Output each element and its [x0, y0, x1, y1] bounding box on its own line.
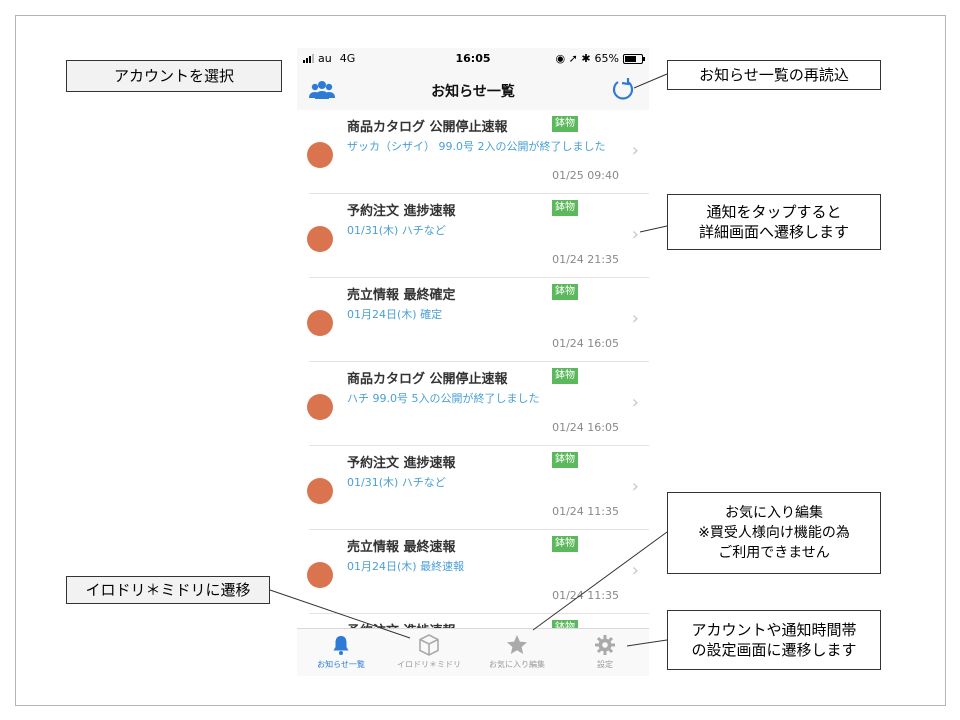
- item-date: 01/24 16:05: [552, 421, 619, 434]
- item-subtitle: 01/31(木) ハチなど: [347, 476, 446, 489]
- list-item[interactable]: 予約注文 進捗速報 鉢物 01/31(木) ハチなど 01/24 11:35 ›: [307, 446, 649, 530]
- item-title: 商品カタログ 公開停止速報: [347, 372, 508, 387]
- category-badge: 鉢物: [552, 452, 578, 468]
- category-badge: 鉢物: [552, 368, 578, 384]
- page-title: お知らせ一覧: [431, 84, 515, 100]
- users-icon: [309, 81, 335, 99]
- callout-favorites: お気に入り編集 ※買受人様向け機能の為 ご利用できません: [667, 492, 881, 574]
- signal-icon: [303, 54, 314, 63]
- tab-settings[interactable]: 設定: [561, 629, 649, 676]
- item-title: 売立情報 最終速報: [347, 540, 456, 555]
- item-date: 01/24 11:35: [552, 589, 619, 602]
- battery-percent: 65%: [594, 52, 619, 65]
- tab-favorites[interactable]: お気に入り編集: [473, 629, 561, 676]
- category-badge: 鉢物: [552, 284, 578, 300]
- tab-label: お知らせ一覧: [317, 660, 365, 669]
- account-select-button[interactable]: [307, 78, 337, 102]
- tab-bar: お知らせ一覧 イロドリ＊ミドリ お気に入り編集 設: [297, 628, 649, 676]
- callout-text: お知らせ一覧の再読込: [699, 66, 849, 84]
- callout-irodori: イロドリ＊ミドリに遷移: [66, 576, 270, 604]
- item-subtitle: 01/31(木) ハチなど: [347, 224, 446, 237]
- network-label: 4G: [339, 52, 356, 65]
- tab-notifications[interactable]: お知らせ一覧: [297, 629, 385, 676]
- unread-dot: [307, 310, 333, 336]
- clock: 16:05: [455, 52, 491, 65]
- tab-label: イロドリ＊ミドリ: [397, 660, 461, 669]
- list-item[interactable]: 商品カタログ 公開停止速報 鉢物 ハチ 99.0号 5入の公開が終了しました 0…: [307, 362, 649, 446]
- item-title: 予約注文 進捗速報: [347, 620, 456, 628]
- item-subtitle: ザッカ（シザイ） 99.0号 2入の公開が終了しました: [347, 140, 606, 153]
- chevron-right-icon: ›: [631, 140, 639, 161]
- item-date: 01/24 16:05: [552, 337, 619, 350]
- item-title: 予約注文 進捗速報: [347, 456, 456, 471]
- nav-bar: お知らせ一覧: [297, 70, 649, 111]
- chevron-right-icon: ›: [631, 392, 639, 413]
- item-title: 商品カタログ 公開停止速報: [347, 120, 508, 135]
- list-item[interactable]: 予約注文 進捗速報 鉢物: [309, 614, 649, 628]
- star-icon: [507, 635, 527, 654]
- reload-button[interactable]: [609, 76, 637, 104]
- callout-tap-notification: 通知をタップすると 詳細画面へ遷移します: [667, 194, 881, 250]
- box-icon: [419, 634, 439, 656]
- tab-label: 設定: [597, 660, 613, 669]
- callout-text: お気に入り編集: [725, 505, 823, 521]
- unread-dot: [307, 562, 333, 588]
- category-badge: 鉢物: [552, 536, 578, 552]
- callout-select-account: アカウントを選択: [66, 60, 282, 92]
- tab-irodori-midori[interactable]: イロドリ＊ミドリ: [385, 629, 473, 676]
- chevron-right-icon: ›: [631, 560, 639, 581]
- list-item[interactable]: 商品カタログ 公開停止速報 鉢物 ザッカ（シザイ） 99.0号 2入の公開が終了…: [307, 110, 649, 194]
- chevron-right-icon: ›: [631, 308, 639, 329]
- unread-dot: [307, 394, 333, 420]
- slide-frame: [15, 15, 946, 706]
- category-badge: 鉢物: [552, 116, 578, 132]
- callout-reload: お知らせ一覧の再読込: [667, 60, 881, 90]
- status-bar: au 4G 16:05 ◉ ➚ ✱ 65%: [297, 48, 649, 70]
- tab-label: お気に入り編集: [489, 660, 545, 669]
- callout-settings: アカウントや通知時間帯 の設定画面に遷移します: [667, 610, 881, 670]
- battery-icon: [623, 53, 645, 64]
- callout-text: イロドリ＊ミドリに遷移: [85, 581, 251, 599]
- carrier-label: au: [318, 52, 332, 65]
- phone-screen: au 4G 16:05 ◉ ➚ ✱ 65% お知らせ一覧: [297, 48, 649, 676]
- bell-icon: [333, 636, 349, 655]
- gear-icon: [595, 635, 615, 655]
- notification-list: 商品カタログ 公開停止速報 鉢物 ザッカ（シザイ） 99.0号 2入の公開が終了…: [297, 110, 649, 628]
- unread-dot: [307, 478, 333, 504]
- callout-text: の設定画面に遷移します: [691, 641, 857, 659]
- list-item[interactable]: 売立情報 最終速報 鉢物 01月24日(木) 最終速報 01/24 11:35 …: [307, 530, 649, 614]
- unread-dot: [307, 142, 333, 168]
- category-badge: 鉢物: [552, 200, 578, 216]
- item-subtitle: ハチ 99.0号 5入の公開が終了しました: [347, 392, 540, 405]
- category-badge: 鉢物: [552, 620, 578, 628]
- callout-text: アカウントや通知時間帯: [691, 621, 857, 639]
- list-item[interactable]: 売立情報 最終確定 鉢物 01月24日(木) 確定 01/24 16:05 ›: [307, 278, 649, 362]
- callout-text: 通知をタップすると: [706, 203, 842, 221]
- item-date: 01/25 09:40: [552, 169, 619, 182]
- item-subtitle: 01月24日(木) 確定: [347, 308, 443, 321]
- refresh-icon: [612, 78, 634, 100]
- status-icons: ◉ ➚ ✱: [555, 52, 591, 65]
- callout-text: 詳細画面へ遷移します: [698, 223, 849, 241]
- item-date: 01/24 11:35: [552, 505, 619, 518]
- callout-text: アカウントを選択: [113, 67, 234, 85]
- item-title: 売立情報 最終確定: [347, 288, 456, 303]
- list-item[interactable]: 予約注文 進捗速報 鉢物 01/31(木) ハチなど 01/24 21:35 ›: [307, 194, 649, 278]
- chevron-right-icon: ›: [631, 476, 639, 497]
- callout-text: ※買受人様向け機能の為: [698, 525, 850, 541]
- unread-dot: [307, 226, 333, 252]
- item-subtitle: 01月24日(木) 最終速報: [347, 560, 465, 573]
- chevron-right-icon: ›: [631, 224, 639, 245]
- item-date: 01/24 21:35: [552, 253, 619, 266]
- item-title: 予約注文 進捗速報: [347, 204, 456, 219]
- callout-text: ご利用できません: [718, 545, 830, 561]
